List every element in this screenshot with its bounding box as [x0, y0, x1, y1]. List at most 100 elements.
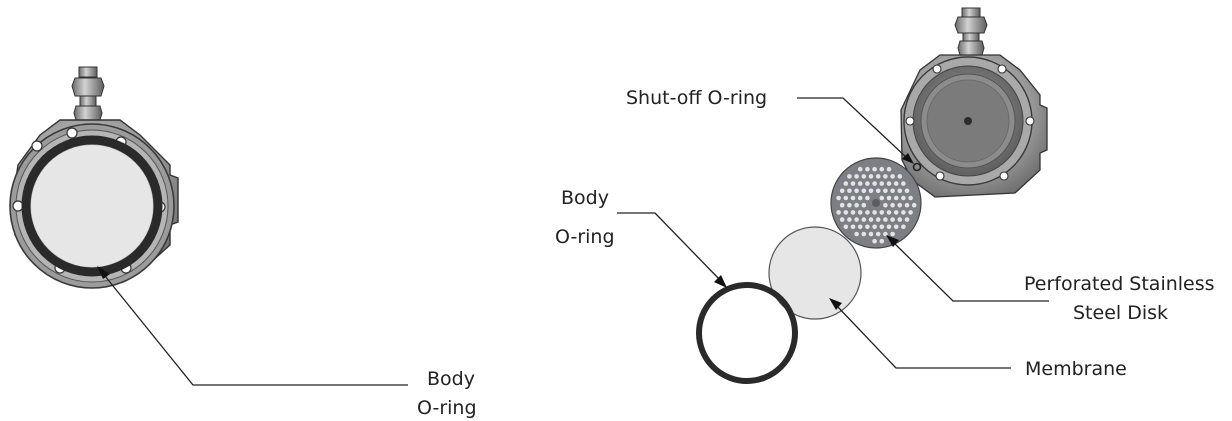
disk-hole	[875, 188, 881, 194]
disk-hole	[879, 238, 885, 244]
disk-hole	[886, 166, 892, 172]
disk-hole	[850, 224, 856, 230]
disk-hole	[879, 195, 885, 201]
exploded-center-port-icon	[964, 117, 972, 125]
disk-hole	[890, 231, 895, 237]
disk-hole	[865, 210, 870, 215]
exploded-body-oring-part	[696, 282, 798, 384]
disk-hole	[879, 166, 885, 172]
disk-hole	[857, 210, 863, 215]
disk-hole	[883, 217, 888, 222]
perforated-disk-label-line2: Steel Disk	[1073, 302, 1168, 324]
disk-hole	[886, 195, 892, 201]
disk-hole	[857, 181, 863, 186]
perforated-disk-label-line1: Perforated Stainless	[1024, 273, 1215, 295]
disk-hole	[857, 195, 863, 201]
assembled-body-oring	[21, 135, 163, 277]
disk-hole	[872, 181, 877, 186]
disk-hole	[886, 210, 892, 215]
disk-hole	[868, 231, 874, 237]
disk-hole	[901, 181, 906, 186]
disk-hole	[890, 174, 895, 179]
disk-hole	[897, 174, 903, 179]
disk-hole	[839, 217, 845, 222]
disk-hole	[897, 188, 903, 194]
disk-hole	[883, 174, 888, 179]
disk-hole	[897, 217, 903, 222]
disk-hole	[872, 166, 877, 172]
shutoff-oring-leader	[797, 97, 914, 164]
disk-hole	[875, 217, 881, 222]
disk-hole	[893, 195, 899, 201]
disk-hole	[843, 210, 849, 215]
disk-hole	[843, 181, 849, 186]
disk-hole	[893, 181, 899, 186]
assembled-body-oring-label-line1: Body	[427, 368, 475, 390]
disk-hole	[883, 202, 888, 208]
disk-hole	[901, 210, 906, 215]
disk-hole	[872, 238, 877, 244]
disk-hole	[875, 231, 881, 237]
assembled-body-oring-leader	[97, 266, 408, 386]
disk-hole	[861, 188, 867, 194]
assembled-sensor	[9, 66, 179, 289]
disk-hole	[886, 181, 892, 186]
disk-hole	[854, 188, 859, 194]
disk-hole	[893, 224, 899, 230]
disk-hole	[843, 195, 849, 201]
disk-hole	[865, 181, 870, 186]
disk-hole	[868, 217, 874, 222]
disk-hole	[879, 224, 885, 230]
disk-hole	[901, 195, 906, 201]
disk-hole	[908, 195, 913, 201]
disk-hole	[890, 217, 895, 222]
disk-hole	[904, 202, 910, 208]
disk-hole	[865, 166, 870, 172]
disk-hole	[847, 174, 852, 179]
disk-hole	[904, 188, 910, 194]
disk-hole	[857, 166, 863, 172]
disk-hole	[890, 188, 895, 194]
disk-hole	[901, 224, 906, 230]
disk-hole	[861, 231, 867, 237]
disk-hole	[868, 188, 874, 194]
exploded-body-oring-label-line2: O-ring	[555, 226, 615, 248]
disk-hole	[847, 217, 852, 222]
perforated-disk-part	[830, 157, 922, 249]
disk-hole	[872, 210, 877, 215]
disk-hole	[868, 174, 874, 179]
disk-hole	[839, 188, 845, 194]
exploded-fitting-icon	[954, 7, 988, 56]
disk-hole	[886, 224, 892, 230]
disk-hole	[854, 231, 859, 237]
perforated-disk-leader	[886, 235, 1049, 302]
membrane-label: Membrane	[1025, 358, 1127, 380]
assembled-fitting-icon	[71, 66, 105, 121]
disk-hole	[911, 202, 917, 208]
disk-hole	[893, 210, 899, 215]
exploded-body-oring-leader	[617, 212, 727, 288]
disk-hole	[850, 210, 856, 215]
disk-hole	[865, 224, 870, 230]
disk-hole	[850, 181, 856, 186]
disk-hole	[854, 202, 859, 208]
disk-hole	[839, 202, 845, 208]
membrane-leader	[829, 298, 1011, 369]
disk-hole	[883, 188, 888, 194]
disk-hole	[854, 217, 859, 222]
disk-hole	[908, 210, 913, 215]
exploded-bolt-holes	[905, 64, 1035, 181]
disk-hole	[865, 195, 870, 201]
disk-hole	[836, 195, 841, 201]
disk-hole	[861, 174, 867, 179]
exploded-housing	[900, 7, 1048, 198]
disk-hole	[883, 231, 888, 237]
membrane-part	[768, 226, 862, 320]
disk-hole	[904, 217, 910, 222]
disk-hole	[850, 195, 856, 201]
disk-hole	[857, 224, 863, 230]
disk-perforations	[836, 166, 917, 244]
disk-hole	[872, 224, 877, 230]
shutoff-oring-label: Shut-off O-ring	[626, 87, 767, 109]
